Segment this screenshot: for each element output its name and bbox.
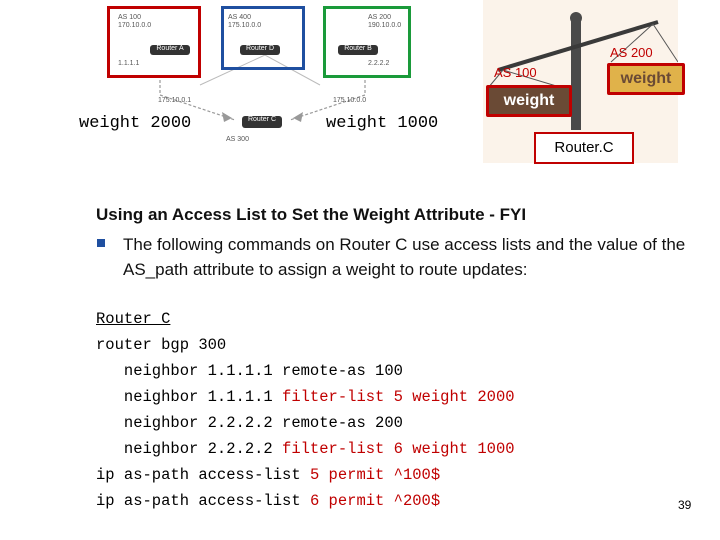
code-line-7: ip as-path access-list 6 permit ^200$ — [96, 492, 440, 510]
code-header: Router C — [96, 310, 171, 328]
code-line-7-cmd: ip as-path access-list — [96, 492, 310, 510]
scale-weight-left: weight — [486, 85, 572, 117]
code-line-2-args: remote-as 100 — [282, 362, 403, 380]
router-b-ip: 2.2.2.2 — [368, 60, 390, 67]
code-line-3: neighbor 1.1.1.1 filter-list 5 weight 20… — [96, 388, 515, 406]
scale-weight-right: weight — [607, 63, 685, 95]
as-100-label: AS 100 — [118, 14, 141, 21]
as-400-net: 175.10.0.0 — [228, 22, 262, 29]
code-line-5: neighbor 2.2.2.2 filter-list 6 weight 10… — [96, 440, 515, 458]
code-line-4-args: remote-as 200 — [282, 414, 403, 432]
as-200-label: AS 200 — [368, 14, 391, 21]
code-line-1: router bgp 300 — [96, 336, 227, 354]
as-200-box — [323, 6, 411, 78]
router-c: Router C — [242, 116, 282, 128]
code-line-6-args: 5 permit ^100$ — [309, 466, 441, 484]
as-100-net: 170.10.0.0 — [118, 22, 152, 29]
weight-1000-label: weight 1000 — [326, 114, 439, 133]
weight-2000-label: weight 2000 — [79, 114, 192, 133]
router-a: Router A — [150, 45, 190, 55]
code-line-2-neighbor: neighbor 1.1.1.1 — [96, 362, 283, 380]
code-line-6-cmd: ip as-path access-list — [96, 466, 310, 484]
router-a-ip: 1.1.1.1 — [118, 60, 140, 67]
code-line-3-args: filter-list 5 weight 2000 — [282, 388, 515, 406]
page-number: 39 — [678, 498, 692, 512]
router-d: Router D — [240, 45, 280, 55]
as-100-box — [107, 6, 201, 78]
code-line-5-neighbor: neighbor 2.2.2.2 — [96, 440, 283, 458]
diagram-links — [159, 54, 366, 122]
router-c-label: Router.C — [534, 132, 634, 164]
bullet-text: The following commands on Router C use a… — [123, 235, 686, 279]
code-line-4-neighbor: neighbor 2.2.2.2 — [96, 414, 283, 432]
link-label-right: 175.10.0.0 — [333, 97, 367, 104]
code-line-4: neighbor 2.2.2.2 remote-as 200 — [96, 414, 403, 432]
as-300-label: AS 300 — [226, 136, 249, 143]
code-line-3-neighbor: neighbor 1.1.1.1 — [96, 388, 283, 406]
code-line-2: neighbor 1.1.1.1 remote-as 100 — [96, 362, 403, 380]
as-200-net: 190.10.0.0 — [368, 22, 402, 29]
code-line-6: ip as-path access-list 5 permit ^100$ — [96, 466, 440, 484]
slide-title: Using an Access List to Set the Weight A… — [96, 205, 527, 224]
router-b: Router B — [338, 45, 378, 55]
scale-as-left: AS 100 — [494, 65, 537, 80]
as-400-label: AS 400 — [228, 14, 251, 21]
bullet-marker — [97, 239, 105, 247]
as-400-box — [221, 6, 305, 70]
link-label-left: 175.10.0.1 — [158, 97, 192, 104]
scale-as-right: AS 200 — [610, 45, 653, 60]
code-line-7-args: 6 permit ^200$ — [309, 492, 441, 510]
code-line-5-args: filter-list 6 weight 1000 — [282, 440, 515, 458]
